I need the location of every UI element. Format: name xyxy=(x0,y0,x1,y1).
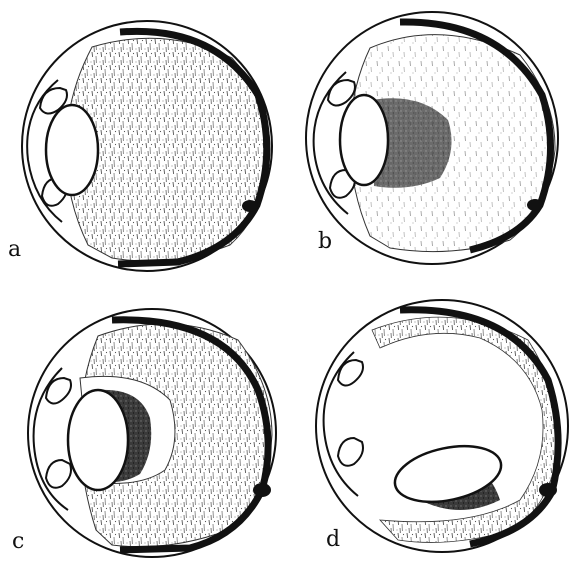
panel-a: a xyxy=(8,21,272,271)
lens xyxy=(340,95,388,185)
optic-nerve-head xyxy=(527,199,543,211)
lens xyxy=(46,105,98,195)
lens xyxy=(68,390,128,490)
panel-c: c xyxy=(12,309,276,557)
panel-label: b xyxy=(318,229,332,254)
panel-label: d xyxy=(326,527,340,552)
panel-label: a xyxy=(8,237,21,262)
optic-nerve-head xyxy=(253,483,271,497)
optic-nerve-head xyxy=(242,200,258,212)
panel-d: d xyxy=(316,300,568,552)
panel-b: b xyxy=(306,12,558,264)
panel-label: c xyxy=(12,529,24,554)
optic-nerve-head xyxy=(539,483,557,497)
